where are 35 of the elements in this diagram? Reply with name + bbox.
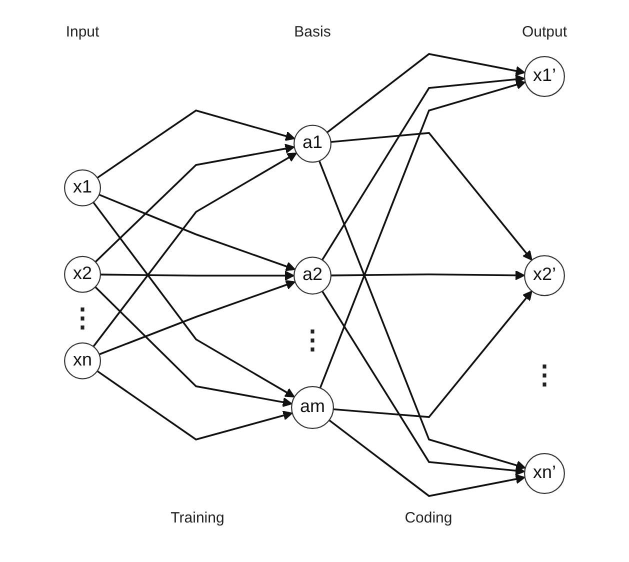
arrow	[321, 74, 526, 260]
arrow	[328, 420, 526, 497]
arrow	[98, 280, 296, 356]
node-circle: a1	[294, 124, 332, 163]
node-circle: x1’	[524, 56, 565, 97]
arrow	[94, 286, 292, 408]
node-circle: xn’	[524, 453, 565, 494]
node-circle: x2’	[524, 255, 565, 296]
arrow	[96, 370, 293, 441]
arrow	[100, 270, 295, 281]
node-circle: am	[291, 386, 334, 430]
arrow	[330, 132, 532, 261]
column-heading: Input	[66, 23, 100, 40]
arrow	[92, 152, 298, 348]
arrow	[318, 160, 526, 470]
arrow	[319, 80, 526, 388]
node-circle: x1	[64, 169, 102, 206]
ellipsis: ⋮	[300, 324, 326, 356]
arrow	[330, 270, 525, 280]
node-circle: x2	[64, 256, 102, 293]
column-heading: Output	[522, 23, 567, 40]
arrow	[98, 194, 296, 272]
arrow	[326, 53, 526, 134]
column-heading: Basis	[294, 23, 331, 40]
stage-label: Coding	[404, 510, 452, 527]
arrow	[322, 290, 526, 476]
node-circle: xn	[64, 342, 102, 380]
ellipsis: ⋮	[70, 302, 96, 334]
node-circle: a2	[294, 256, 332, 295]
arrow	[94, 144, 295, 263]
arrow	[92, 202, 295, 398]
stage-label: Training	[170, 510, 224, 527]
ellipsis: ⋮	[531, 359, 558, 390]
arrow	[333, 290, 532, 418]
arrow	[96, 109, 296, 179]
